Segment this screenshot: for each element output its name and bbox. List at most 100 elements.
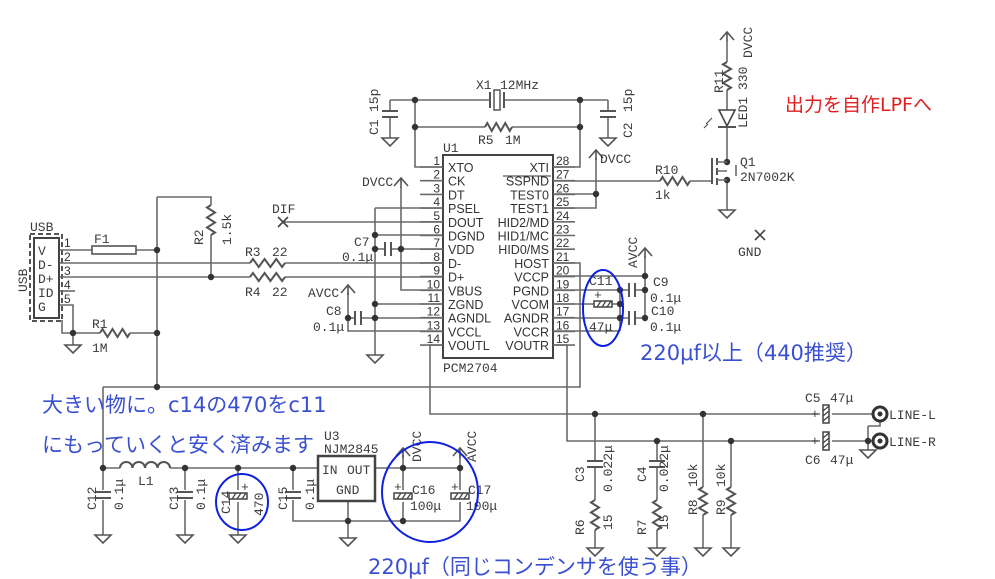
u1-pin-number: 10 bbox=[427, 277, 441, 291]
capacitor-c16-hatch bbox=[396, 492, 412, 500]
usb-pin-dplus: D+ bbox=[38, 272, 54, 287]
u1-pin-name: VCCP bbox=[514, 271, 549, 285]
capacitor-c17 bbox=[450, 492, 470, 500]
u1-pin-number: 4 bbox=[433, 195, 440, 209]
mosfet-q1: Q1 2N7002K bbox=[711, 155, 795, 185]
u1-pin-name: D- bbox=[448, 257, 461, 271]
u1-pin-name: PSEL bbox=[448, 202, 480, 216]
capacitor-c9 bbox=[628, 283, 636, 297]
c14-value: 470 bbox=[252, 493, 267, 516]
ground-icon bbox=[175, 534, 195, 545]
note-c16: 220μf（同じコンデンサを使う事） bbox=[368, 555, 702, 579]
u1-pin-name: VDD bbox=[448, 243, 474, 257]
jack-ground-wire bbox=[868, 422, 881, 427]
x1-label: X1 bbox=[476, 78, 492, 93]
annotation-circles bbox=[215, 269, 624, 543]
u1-pin-number: 23 bbox=[556, 223, 570, 237]
u1-pin-number: 3 bbox=[433, 181, 440, 195]
plus-sign: + bbox=[451, 480, 459, 495]
line-l-label: LINE-L bbox=[889, 408, 936, 423]
resistor-r6 bbox=[589, 499, 601, 531]
ic-u3-njm2845: U3 NJM2845 IN OUT GND bbox=[316, 429, 379, 503]
c3-value: 0.022μ bbox=[601, 445, 616, 492]
u1-pin-number: 12 bbox=[427, 305, 441, 319]
u1-pin-name: VOUTL bbox=[448, 339, 490, 353]
plus-sign: + bbox=[241, 480, 249, 495]
junction-dot bbox=[641, 286, 649, 294]
u1-pin-name: VCCR bbox=[514, 325, 549, 339]
c13-value: 0.1μ bbox=[194, 479, 209, 510]
u1-pin-number: 5 bbox=[433, 209, 440, 223]
resistor-r4 bbox=[249, 271, 286, 283]
jack-line-r[interactable]: LINE-R bbox=[871, 432, 936, 450]
u3-in: IN bbox=[322, 463, 338, 478]
capacitor-c16 bbox=[393, 492, 413, 500]
junction-dot bbox=[592, 190, 600, 198]
line-r-label: LINE-R bbox=[889, 435, 936, 450]
r2-value: 1.5k bbox=[220, 214, 235, 245]
dvcc-label: DVCC bbox=[600, 152, 631, 167]
u3-name: NJM2845 bbox=[324, 442, 379, 457]
ground-icon bbox=[338, 537, 358, 548]
r1-label: R1 bbox=[92, 317, 108, 332]
junction-dot bbox=[411, 123, 419, 131]
usb-pin-number: 3 bbox=[64, 264, 71, 278]
r6-label: R6 bbox=[573, 519, 588, 535]
avcc-label: AVCC bbox=[465, 431, 480, 462]
capacitor-c11-hatch bbox=[596, 300, 612, 308]
dif-label: DIF bbox=[272, 202, 295, 217]
junction-dot bbox=[344, 517, 352, 525]
u1-pin-number: 28 bbox=[556, 154, 570, 168]
c14-label: C14 bbox=[219, 490, 234, 514]
u1-pin-name: HOST bbox=[514, 257, 549, 271]
u1-pin-number: 11 bbox=[428, 291, 441, 305]
component-symbols: ++++++ bbox=[63, 30, 881, 558]
capacitor-c12 bbox=[95, 491, 111, 499]
r8-label: R8 bbox=[686, 499, 701, 515]
junction-dot bbox=[344, 314, 352, 322]
note-c14-line2: にもっていくと安く済みます bbox=[42, 433, 314, 457]
r10-value: 1k bbox=[655, 188, 671, 203]
u1-pin-number: 22 bbox=[556, 236, 570, 250]
c13-label: C13 bbox=[167, 487, 182, 510]
u1-pin-name: HID0/MS bbox=[498, 243, 549, 257]
ground-icon bbox=[63, 344, 83, 355]
c15-value: 0.1μ bbox=[303, 479, 318, 510]
junction-dot bbox=[576, 123, 584, 131]
u1-pin-name: DOUT bbox=[448, 216, 484, 230]
capacitor-c4 bbox=[649, 460, 665, 468]
u1-pin-number: 16 bbox=[556, 318, 570, 332]
u1-pin-number: 2 bbox=[433, 168, 440, 182]
u1-pin-number: 15 bbox=[556, 332, 570, 346]
u1-name: PCM2704 bbox=[443, 361, 498, 376]
r2-label: R2 bbox=[192, 229, 207, 245]
c11-value: 47μ bbox=[589, 320, 613, 335]
u1-pin-name: VOUTR bbox=[505, 339, 549, 353]
c12-value: 0.1μ bbox=[112, 479, 127, 510]
r4-label: R4 bbox=[245, 285, 261, 300]
u1-pin-name: VCCL bbox=[448, 325, 481, 339]
wires bbox=[60, 42, 872, 548]
r8-value: 10k bbox=[686, 463, 701, 487]
junction-dot bbox=[99, 464, 107, 472]
u1-pin-number: 27 bbox=[556, 168, 570, 182]
led1: LED1 bbox=[703, 97, 751, 129]
capacitor-c2 bbox=[600, 110, 616, 118]
u1-pin-name: XTO bbox=[448, 161, 474, 175]
capacitor-c13 bbox=[177, 491, 193, 499]
u1-pin-number: 8 bbox=[433, 250, 440, 264]
u1-pin-name: HID2/MD bbox=[498, 216, 549, 230]
usb-side-label: USB bbox=[16, 268, 31, 292]
capacitor-c15 bbox=[285, 491, 301, 499]
notes: 出力を自作LPFへ 220μf以上（440推奨） 大きい物に。c14の470をc… bbox=[42, 94, 932, 579]
c6-label: C6 bbox=[805, 453, 821, 468]
junction-dot bbox=[371, 245, 379, 253]
ground-icon bbox=[365, 354, 385, 365]
c2-label: C2 bbox=[621, 122, 636, 138]
jack-line-l[interactable]: LINE-L bbox=[871, 405, 936, 423]
u1-pin-number: 21 bbox=[556, 250, 570, 264]
junction-dot bbox=[641, 314, 649, 322]
ground-icon bbox=[598, 137, 618, 148]
q1-label: Q1 bbox=[740, 155, 756, 170]
u1-pin-name: DGND bbox=[448, 230, 485, 244]
